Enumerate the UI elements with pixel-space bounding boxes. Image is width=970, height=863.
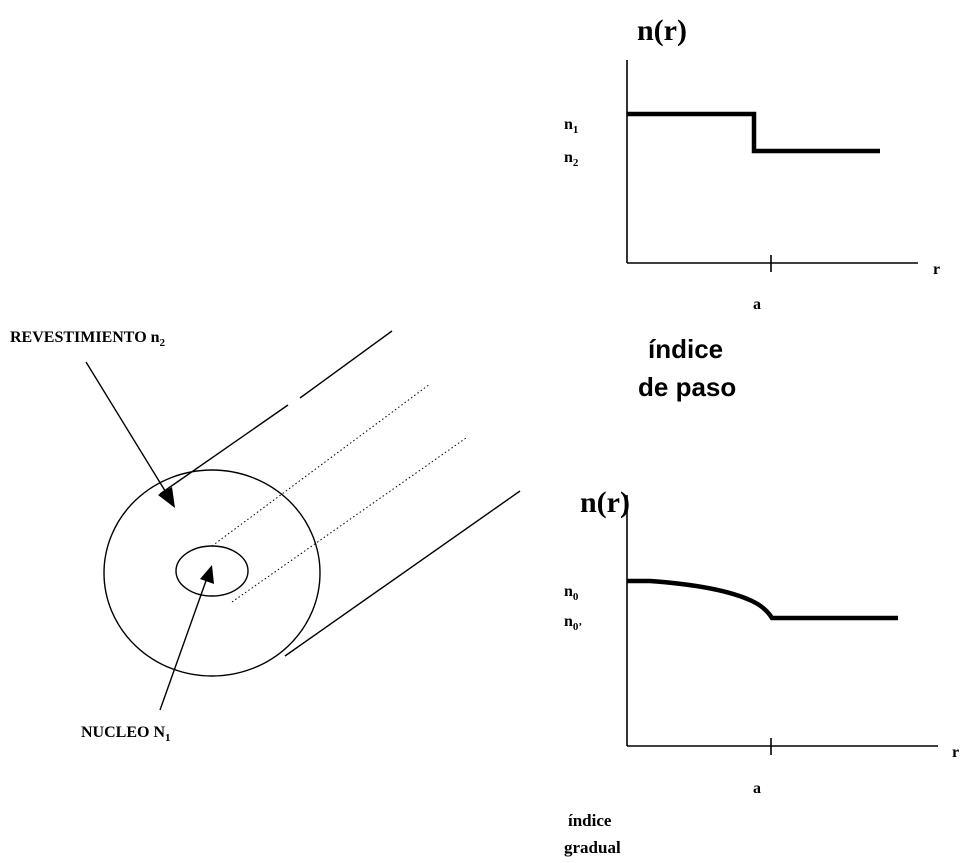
step-a-label: a <box>753 296 761 313</box>
graded-r-label: r <box>952 744 959 761</box>
core-bottom-dotted-edge <box>231 437 467 603</box>
step-r-label: r <box>933 261 940 278</box>
cladding-label: REVESTIMIENTO n2 <box>10 329 166 349</box>
step-graph-title: n(r) <box>637 14 687 47</box>
step-index-graph: n(r) n1 n2 r a índice de paso <box>564 14 940 402</box>
cladding-arrowhead-icon <box>158 487 175 508</box>
step-caption-line2: de paso <box>638 372 736 402</box>
step-n2-label: n2 <box>564 149 579 169</box>
cladding-pointer <box>85 361 175 508</box>
fiber-bottom-edge <box>284 490 521 657</box>
fiber-top-edge-2 <box>299 330 393 399</box>
optical-fiber <box>103 330 521 677</box>
graded-n0-label: n0 <box>564 583 579 603</box>
core-pointer <box>159 565 214 711</box>
graded-caption-line1: índice <box>568 811 612 830</box>
graded-a-label: a <box>753 780 761 797</box>
graded-graph-title: n(r) <box>580 486 630 519</box>
core-top-dotted-edge <box>211 383 431 547</box>
fiber-cladding-circle <box>103 469 321 677</box>
core-arrowhead-icon <box>200 565 214 584</box>
graded-caption-line2: gradual <box>564 838 621 857</box>
graded-index-profile <box>627 578 898 621</box>
core-label: NUCLEO N1 <box>81 724 171 744</box>
step-n1-label: n1 <box>564 116 578 136</box>
step-caption-line1: índice <box>648 334 723 364</box>
step-index-profile <box>627 111 880 154</box>
fiber-top-edge-1 <box>159 404 289 495</box>
graded-index-graph: n(r) n0 n0’ r a índice gradual <box>564 486 959 857</box>
graded-n0prime-label: n0’ <box>564 613 582 633</box>
